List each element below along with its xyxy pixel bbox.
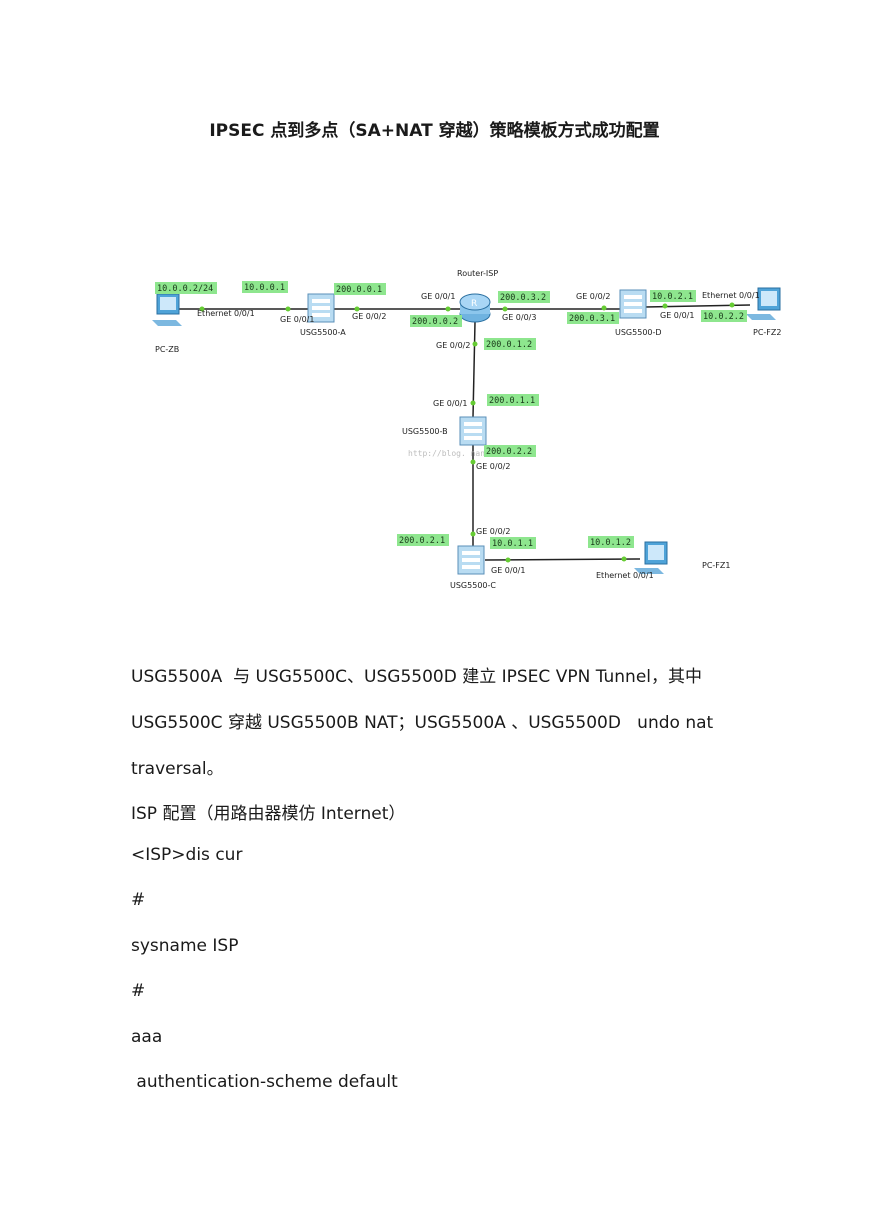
- usg-d-icon: [619, 289, 647, 319]
- pc-fz2-icon: [746, 287, 781, 320]
- port-labels: Ethernet 0/0/1 GE 0/0/1 GE 0/0/2 GE 0/0/…: [197, 291, 760, 580]
- ip-label: 200.0.1.2: [486, 340, 532, 350]
- ip-label: 10.0.0.1: [244, 283, 285, 293]
- ip-label: 10.0.1.2: [590, 538, 631, 548]
- ip-label: 200.0.0.2: [412, 317, 458, 327]
- ip-label: 10.0.0.2/24: [157, 284, 213, 294]
- port-label: Ethernet 0/0/1: [702, 291, 760, 300]
- port-label: Ethernet 0/0/1: [197, 309, 255, 318]
- ip-label: 200.0.2.1: [399, 536, 445, 546]
- body-text-line: <ISP>dis cur: [131, 845, 243, 865]
- watermark: http://blog. nankluwei: [408, 449, 514, 458]
- svg-text:R: R: [471, 299, 477, 309]
- page-title: IPSEC 点到多点（SA+NAT 穿越）策略模板方式成功配置: [209, 121, 660, 141]
- pc-fz1-icon: [634, 541, 668, 574]
- ip-label: 200.0.1.1: [489, 396, 535, 406]
- body-text-line: USG5500A 与 USG5500C、USG5500D 建立 IPSEC VP…: [131, 667, 703, 687]
- port-label: GE 0/0/1: [433, 399, 467, 408]
- port-dots: [199, 302, 735, 563]
- body-text-line: traversal。: [131, 759, 224, 779]
- ip-label: 200.0.0.1: [336, 285, 382, 295]
- port-label: GE 0/0/2: [436, 341, 470, 350]
- usg-a-label: USG5500-A: [300, 328, 346, 337]
- ip-label: 10.0.1.1: [492, 539, 533, 549]
- usg-d-label: USG5500-D: [615, 328, 662, 337]
- router-label: Router-ISP: [457, 269, 498, 278]
- router-icon: R: [459, 293, 491, 323]
- usg-b-icon: [459, 416, 487, 446]
- port-label: GE 0/0/1: [280, 315, 314, 324]
- body-text-line: #: [131, 890, 146, 910]
- ip-label: 200.0.2.2: [486, 447, 532, 457]
- body-text-line: USG5500C 穿越 USG5500B NAT；USG5500A 、USG55…: [131, 713, 714, 733]
- ip-label: 10.0.2.1: [652, 292, 693, 302]
- port-label: GE 0/0/3: [502, 313, 536, 322]
- port-label: GE 0/0/2: [352, 312, 386, 321]
- port-label: GE 0/0/1: [660, 311, 694, 320]
- body-text-line: aaa: [131, 1027, 163, 1047]
- ip-label: 200.0.3.1: [569, 314, 615, 324]
- pc-fz2-label: PC-FZ2: [753, 328, 781, 337]
- pc-zb-icon: [152, 293, 182, 326]
- body-text-line: #: [131, 981, 146, 1001]
- link-c-fz1: [484, 558, 641, 561]
- body-text-line: ISP 配置（用路由器模仿 Internet）: [131, 804, 406, 824]
- pc-zb-label: PC-ZB: [155, 345, 179, 354]
- usg-b-label: USG5500-B: [402, 427, 448, 436]
- network-topology-diagram: PC-ZB USG5500-A Router-ISP R USG5500-D P…: [152, 269, 781, 590]
- ip-label: 200.0.3.2: [500, 293, 546, 303]
- usg-a-icon: [307, 293, 335, 323]
- port-label: GE 0/0/1: [491, 566, 525, 575]
- body-text-line: sysname ISP: [131, 936, 239, 956]
- usg-c-label: USG5500-C: [450, 581, 496, 590]
- body-text-line: authentication-scheme default: [131, 1072, 398, 1092]
- port-label: GE 0/0/1: [421, 292, 455, 301]
- port-label: GE 0/0/2: [476, 527, 510, 536]
- ip-tags: 10.0.0.2/24 10.0.0.1 200.0.0.1 200.0.0.2…: [155, 281, 747, 549]
- port-label: Ethernet 0/0/1: [596, 571, 654, 580]
- ip-label: 10.0.2.2: [703, 312, 744, 322]
- port-label: GE 0/0/2: [476, 462, 510, 471]
- usg-c-icon: [457, 545, 485, 575]
- port-label: GE 0/0/2: [576, 292, 610, 301]
- pc-fz1-label: PC-FZ1: [702, 561, 730, 570]
